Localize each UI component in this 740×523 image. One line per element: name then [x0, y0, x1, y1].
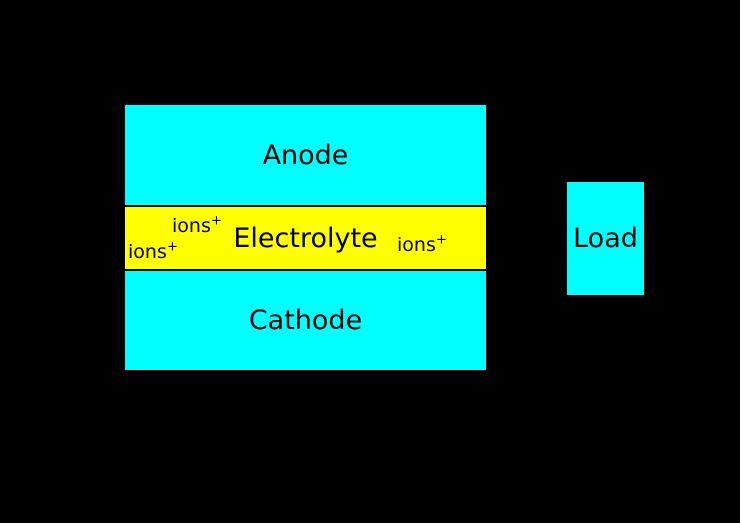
ions-charge-sign: +	[435, 232, 448, 248]
ions-text: ions	[172, 215, 211, 237]
load-box: Load	[565, 180, 646, 297]
ions-text: ions	[128, 241, 167, 263]
electrolyte-label: Electrolyte	[233, 222, 378, 254]
cathode-box: Cathode	[123, 269, 488, 372]
ions-text: ions	[397, 234, 436, 256]
ions-label-lower-left: ions+	[128, 239, 179, 264]
anode-box: Anode	[123, 103, 488, 207]
ions-charge-sign: +	[166, 239, 179, 255]
cathode-label: Cathode	[248, 305, 363, 336]
ions-label-upper-left: ions+	[172, 213, 223, 238]
ions-charge-sign: +	[210, 213, 223, 229]
load-label: Load	[573, 223, 638, 254]
electrolyte-box: Electrolyte ions+ ions+ ions+	[123, 205, 488, 271]
anode-label: Anode	[262, 139, 349, 171]
ions-label-right: ions+	[397, 232, 448, 257]
